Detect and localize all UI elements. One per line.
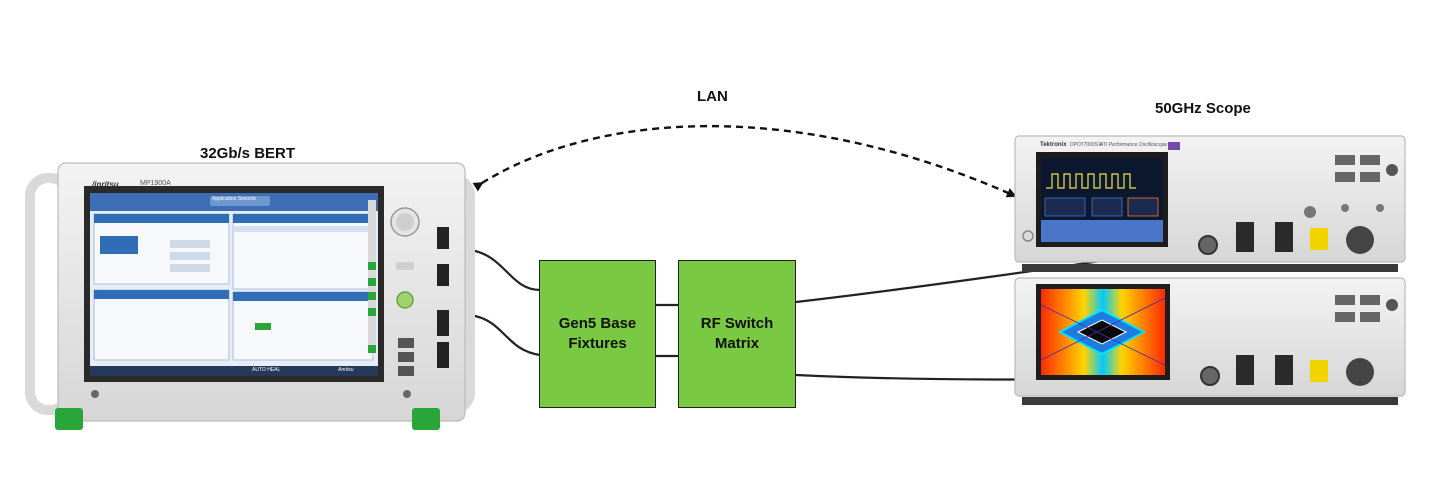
bert-status-text: AUTO HEAL bbox=[252, 367, 281, 373]
bert-foot-left bbox=[55, 408, 83, 430]
bert-screen-right-panel bbox=[232, 213, 374, 290]
bert-footer-brand: Anritsu bbox=[338, 367, 354, 373]
cable-bert-to-fixtures-bottom bbox=[469, 313, 541, 357]
bert-screen-left-panel-2 bbox=[93, 289, 230, 361]
scope-top-input-1 bbox=[1198, 235, 1218, 255]
bert-screen-right-panel-2 bbox=[232, 291, 374, 361]
gen5-base-fixtures-box: Gen5 Base Fixtures bbox=[539, 260, 656, 408]
bert-foot-right bbox=[412, 408, 440, 430]
bert-model-text: MP1900A bbox=[140, 180, 171, 187]
scope-subtitle-text: ATI Performance Oscilloscope bbox=[1100, 142, 1168, 148]
scope-label: 50GHz Scope bbox=[1155, 100, 1251, 117]
scope-bottom-input-1 bbox=[1200, 366, 1220, 386]
rf-switch-matrix-text: RF Switch Matrix bbox=[700, 315, 774, 352]
bert-port-4 bbox=[437, 342, 449, 368]
scope-brand-text: Tektronix bbox=[1040, 142, 1067, 148]
bert-tab-label: Application Selector bbox=[212, 196, 257, 202]
scope-waveform bbox=[1046, 173, 1136, 189]
scope-instrument bbox=[1014, 135, 1406, 405]
scope-model-text: DPO77000SX bbox=[1070, 142, 1102, 148]
bert-power-button bbox=[396, 291, 414, 309]
bert-port-2 bbox=[437, 264, 449, 286]
lan-label: LAN bbox=[697, 88, 728, 105]
bert-label: 32Gb/s BERT bbox=[200, 145, 296, 162]
bert-port-1 bbox=[437, 227, 449, 249]
rf-switch-matrix-box: RF Switch Matrix bbox=[678, 260, 796, 408]
bert-port-3 bbox=[437, 310, 449, 336]
bert-brand-text: /inritsu bbox=[92, 180, 119, 189]
cable-bert-to-fixtures-top bbox=[469, 248, 541, 292]
lan-dashed-arrow bbox=[472, 124, 1017, 198]
gen5-base-fixtures-text: Gen5 Base Fixtures bbox=[558, 315, 637, 352]
bert-instrument bbox=[25, 162, 475, 430]
